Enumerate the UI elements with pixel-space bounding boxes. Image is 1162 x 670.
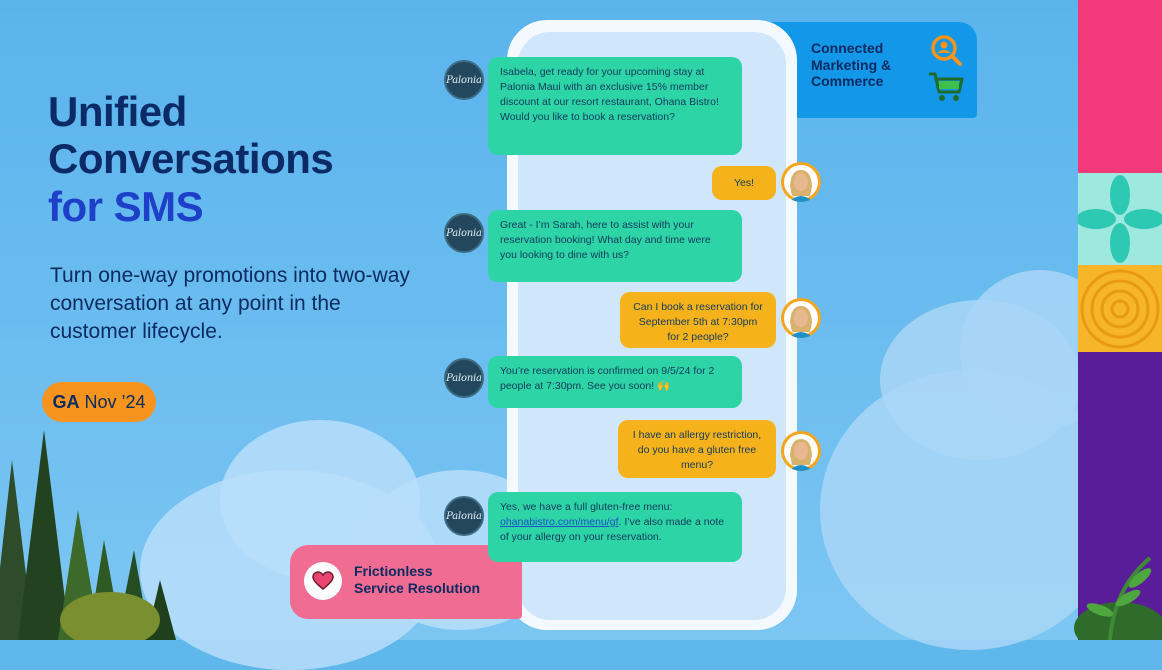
brand-avatar: Palonia [444,60,484,100]
page-title: Unified Conversations for SMS [48,88,334,230]
message-bubble-brand: Great - I’m Sarah, here to assist with y… [488,210,742,282]
title-line-2: Conversations [48,135,334,183]
ga-badge-date: Nov ’24 [84,391,146,412]
user-avatar [781,298,821,338]
leaf-pattern-icon [1076,175,1162,263]
decorative-strip-pink [1078,0,1162,173]
connected-marketing-label: Connected Marketing & Commerce [811,40,892,90]
brand-avatar: Palonia [444,213,484,253]
connected-icons [929,35,964,101]
message-bubble-user: Can I book a reservation for September 5… [620,292,776,348]
ga-badge: GA Nov ’24 [42,382,156,422]
menu-link[interactable]: ohanabistro.com/menu/gf [500,515,619,528]
message-text: . I’ve also made a note of your allergy … [500,515,725,543]
subheadline: Turn one-way promotions into two-way con… [50,264,410,344]
decorative-strip-gold [1078,265,1162,352]
message-bubble-user: I have an allergy restriction, do you ha… [618,420,776,478]
decorative-strip-mint [1076,173,1162,265]
wood-ring-icon [1080,269,1160,349]
cloud [820,370,1120,650]
frictionless-service-label: Frictionless Service Resolution [354,563,481,596]
user-avatar [781,162,821,202]
message-text: Yes, we have a full gluten-free menu: [500,501,673,513]
decorative-strip-purple [1078,352,1162,640]
brand-avatar: Palonia [444,358,484,398]
title-line-1: Unified [48,88,187,135]
heart-icon [304,562,342,600]
user-avatar [781,431,821,471]
brand-avatar: Palonia [444,496,484,536]
message-bubble-brand: Isabela, get ready for your upcoming sta… [488,57,742,155]
message-bubble-user: Yes! [712,166,776,200]
message-bubble-brand: You’re reservation is confirmed on 9/5/2… [488,356,742,408]
title-line-3: for SMS [48,182,204,230]
shopping-cart-icon [929,72,964,101]
plant-illustration [1074,556,1162,640]
message-bubble-brand: Yes, we have a full gluten-free menu: oh… [488,492,742,562]
search-person-icon [931,35,962,66]
trees-illustration [0,430,176,640]
ga-badge-bold: GA [52,391,80,412]
